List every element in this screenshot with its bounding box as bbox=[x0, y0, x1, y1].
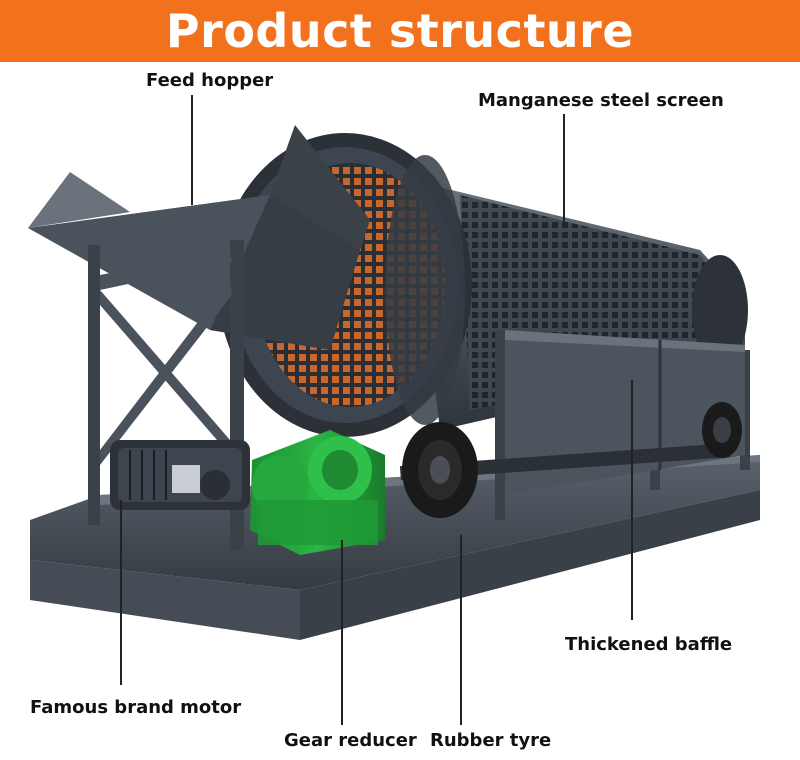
label-rubber-tyre: Rubber tyre bbox=[430, 730, 552, 751]
label-manganese-screen: Manganese steel screen bbox=[478, 90, 724, 111]
rubber-tyres bbox=[402, 402, 742, 518]
page-title: Product structure bbox=[165, 4, 635, 58]
thickened-baffle-leader bbox=[631, 380, 633, 620]
feed-hopper-leader bbox=[191, 95, 193, 205]
label-thickened-baffle: Thickened baffle bbox=[565, 634, 733, 655]
motor-leader bbox=[120, 500, 122, 685]
motor bbox=[110, 440, 250, 510]
title-banner: Product structure bbox=[0, 0, 800, 62]
trommel-screen-illustration bbox=[28, 125, 760, 640]
label-feed-hopper: Feed hopper bbox=[146, 70, 274, 91]
rubber-tyre-leader bbox=[460, 535, 462, 725]
label-gear-reducer: Gear reducer bbox=[284, 730, 417, 751]
manganese-screen-leader bbox=[563, 114, 565, 222]
gear-reducer-leader bbox=[341, 540, 343, 725]
feed-hopper bbox=[28, 125, 370, 350]
drive-shaft bbox=[399, 443, 731, 481]
label-motor: Famous brand motor bbox=[30, 697, 242, 718]
gear-reducer bbox=[250, 430, 385, 555]
